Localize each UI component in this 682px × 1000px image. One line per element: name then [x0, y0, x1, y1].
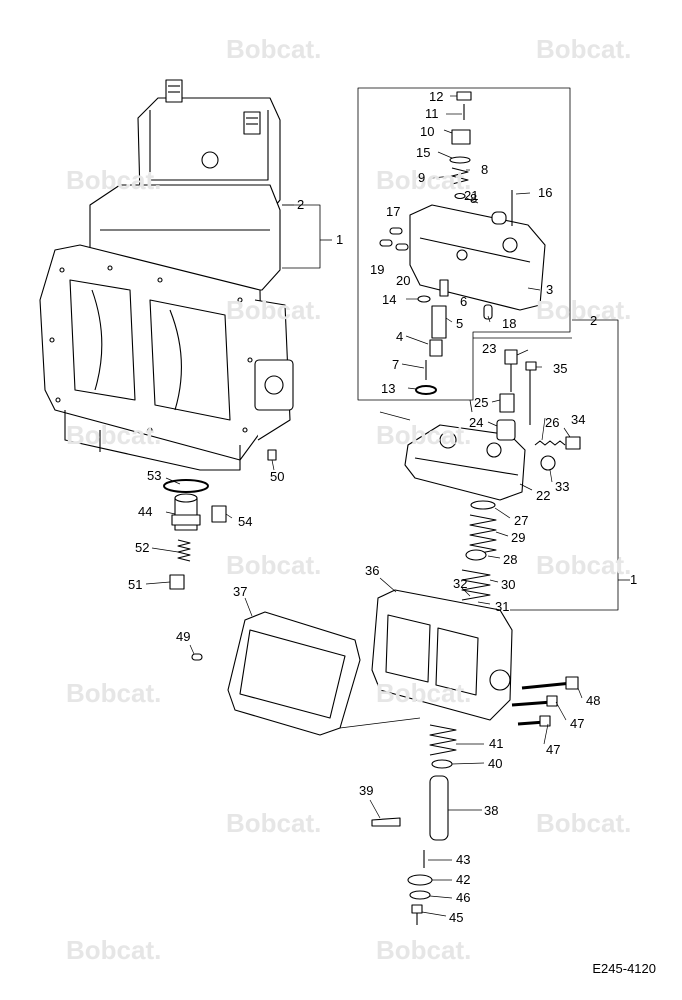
callout-2b: 2	[590, 313, 598, 328]
callout-52: 52	[135, 540, 150, 555]
callout-15: 15	[416, 145, 431, 160]
callout-16: 16	[538, 185, 553, 200]
callout-1: 1	[336, 232, 344, 247]
callout-1b: 1	[630, 572, 638, 587]
callout-23: 23	[482, 341, 497, 356]
watermark: Bobcat.	[226, 34, 322, 64]
solenoid-block-assembly	[371, 319, 630, 727]
callout-28: 28	[503, 552, 518, 567]
callout-43: 43	[456, 852, 471, 867]
callout-5: 5	[456, 316, 464, 331]
callout-35: 35	[553, 361, 568, 376]
callout-9: 9	[418, 170, 426, 185]
callout-46: 46	[456, 890, 471, 905]
callout-6: 6	[460, 294, 468, 309]
lower-spool-assembly	[371, 724, 457, 925]
watermark: Bobcat.	[536, 295, 632, 325]
callout-2: 2	[297, 197, 305, 212]
callout-20: 20	[396, 273, 411, 288]
callout-21: 21	[464, 188, 479, 203]
watermark: Bobcat.	[66, 678, 162, 708]
callout-30: 30	[501, 577, 516, 592]
callout-50: 50	[270, 469, 285, 484]
callout-53: 53	[147, 468, 162, 483]
left-fitting-parts	[163, 449, 277, 661]
watermark: Bobcat.	[376, 935, 472, 965]
watermark: Bobcat.	[536, 808, 632, 838]
callout-27: 27	[514, 513, 529, 528]
watermark: Bobcat.	[226, 550, 322, 580]
callout-51: 51	[128, 577, 143, 592]
callout-39: 39	[359, 783, 374, 798]
callout-18: 18	[502, 316, 517, 331]
upper-inset-box	[357, 87, 571, 421]
callout-54: 54	[238, 514, 253, 529]
callout-3: 3	[546, 282, 554, 297]
callout-45: 45	[449, 910, 464, 925]
watermark: Bobcat.	[66, 165, 162, 195]
figure-id: E245-4120	[592, 961, 656, 976]
callout-40: 40	[488, 756, 503, 771]
callout-42: 42	[456, 872, 471, 887]
gasket	[227, 611, 421, 736]
callout-34: 34	[571, 412, 586, 427]
callout-24: 24	[469, 415, 484, 430]
callout-8: 8	[481, 162, 489, 177]
callout-37: 37	[233, 584, 248, 599]
callout-22: 22	[536, 488, 551, 503]
callout-10: 10	[420, 124, 435, 139]
callout-13: 13	[381, 381, 396, 396]
watermark: Bobcat.	[66, 935, 162, 965]
callout-4: 4	[396, 329, 404, 344]
watermark: Bobcat.	[536, 550, 632, 580]
leader-lines	[145, 95, 583, 917]
callout-38: 38	[484, 803, 499, 818]
callout-11: 11	[425, 106, 439, 121]
callout-19: 19	[370, 262, 385, 277]
callout-48: 48	[586, 693, 601, 708]
callout-14: 14	[382, 292, 397, 307]
callout-49: 49	[176, 629, 191, 644]
watermark: Bobcat.	[226, 295, 322, 325]
watermark: Bobcat.	[226, 808, 322, 838]
watermark: Bobcat.	[376, 678, 472, 708]
watermark: Bobcat.	[536, 34, 632, 64]
callout-26: 26	[545, 415, 560, 430]
callout-12: 12	[429, 89, 444, 104]
callout-47: 47	[570, 716, 585, 731]
callout-8b: 8	[470, 191, 478, 206]
callout-31: 31	[495, 599, 510, 614]
main-valve-assembly	[39, 79, 332, 471]
watermark: Bobcat.	[66, 420, 162, 450]
callout-17: 17	[386, 204, 401, 219]
callout-41: 41	[489, 736, 504, 751]
callout-7: 7	[392, 357, 400, 372]
watermark: Bobcat.	[376, 420, 472, 450]
callout-36: 36	[365, 563, 380, 578]
callout-32: 32	[453, 576, 468, 591]
callout-33: 33	[555, 479, 570, 494]
callout-47b: 47	[546, 742, 561, 757]
callout-25: 25	[474, 395, 489, 410]
watermark: Bobcat.	[376, 165, 472, 195]
callout-44: 44	[138, 504, 153, 519]
callout-29: 29	[511, 530, 526, 545]
